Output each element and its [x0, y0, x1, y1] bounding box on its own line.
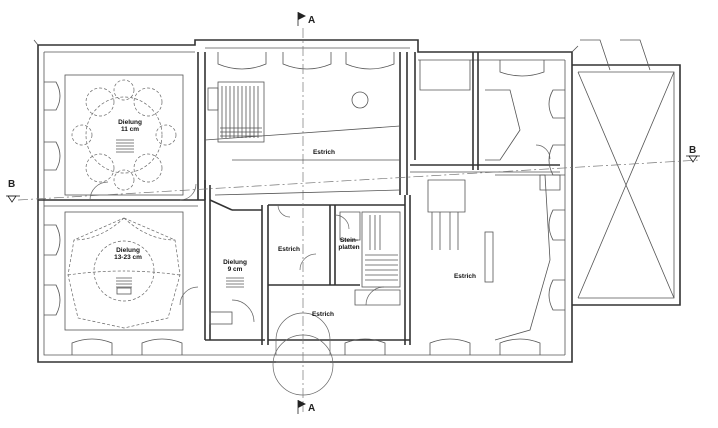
room-label-dielung-11: Dielung 11 cm — [118, 119, 142, 133]
staircase-top — [207, 81, 265, 143]
room-label-estrich-east: Estrich — [454, 273, 476, 280]
section-label-b-right: B — [689, 145, 696, 156]
outer-walls — [33, 39, 579, 363]
svg-text:Dielung: Dielung — [118, 119, 142, 126]
window-niches-left — [44, 81, 61, 316]
staircase-center — [339, 211, 401, 306]
svg-text:Dielung: Dielung — [116, 247, 140, 254]
section-label-a-bottom: A — [308, 403, 315, 414]
room-label-estrich-mid: Estrich — [278, 246, 300, 253]
room-label-estrich-bottom: Estrich — [312, 311, 334, 318]
entrance-door — [272, 312, 334, 396]
interior-walls — [38, 52, 560, 345]
svg-text:13-23 cm: 13-23 cm — [114, 254, 142, 261]
window-niches-right — [548, 89, 565, 311]
svg-text:platten: platten — [338, 244, 359, 251]
east-room-details — [209, 89, 561, 341]
section-marker-b-left: B — [6, 179, 20, 203]
room-label-dielung-9: Dielung 9 cm — [223, 259, 247, 288]
window-niches-bottom — [71, 338, 541, 355]
svg-text:Stein-: Stein- — [340, 237, 358, 244]
ceiling-ornament-2 — [64, 211, 184, 331]
section-lines — [17, 28, 701, 412]
window-niches-top — [217, 52, 545, 91]
svg-text:Dielung: Dielung — [223, 259, 247, 266]
section-marker-a-bottom: A — [297, 400, 315, 414]
section-label-b-left: B — [8, 179, 15, 190]
section-label-a-top: A — [308, 15, 315, 26]
section-marker-a-top: A — [297, 12, 315, 26]
room-label-steinplatten: Stein- platten — [338, 237, 359, 251]
annex-building — [572, 39, 681, 306]
door-swings — [89, 144, 551, 323]
room-label-dielung-13-23: Dielung 13-23 cm — [114, 247, 142, 261]
ceiling-ornament-1 — [64, 74, 184, 196]
svg-text:9 cm: 9 cm — [228, 266, 243, 273]
room-label-estrich-top: Estrich — [313, 149, 335, 156]
svg-text:11 cm: 11 cm — [121, 126, 139, 133]
section-marker-b-right: B — [686, 145, 700, 163]
